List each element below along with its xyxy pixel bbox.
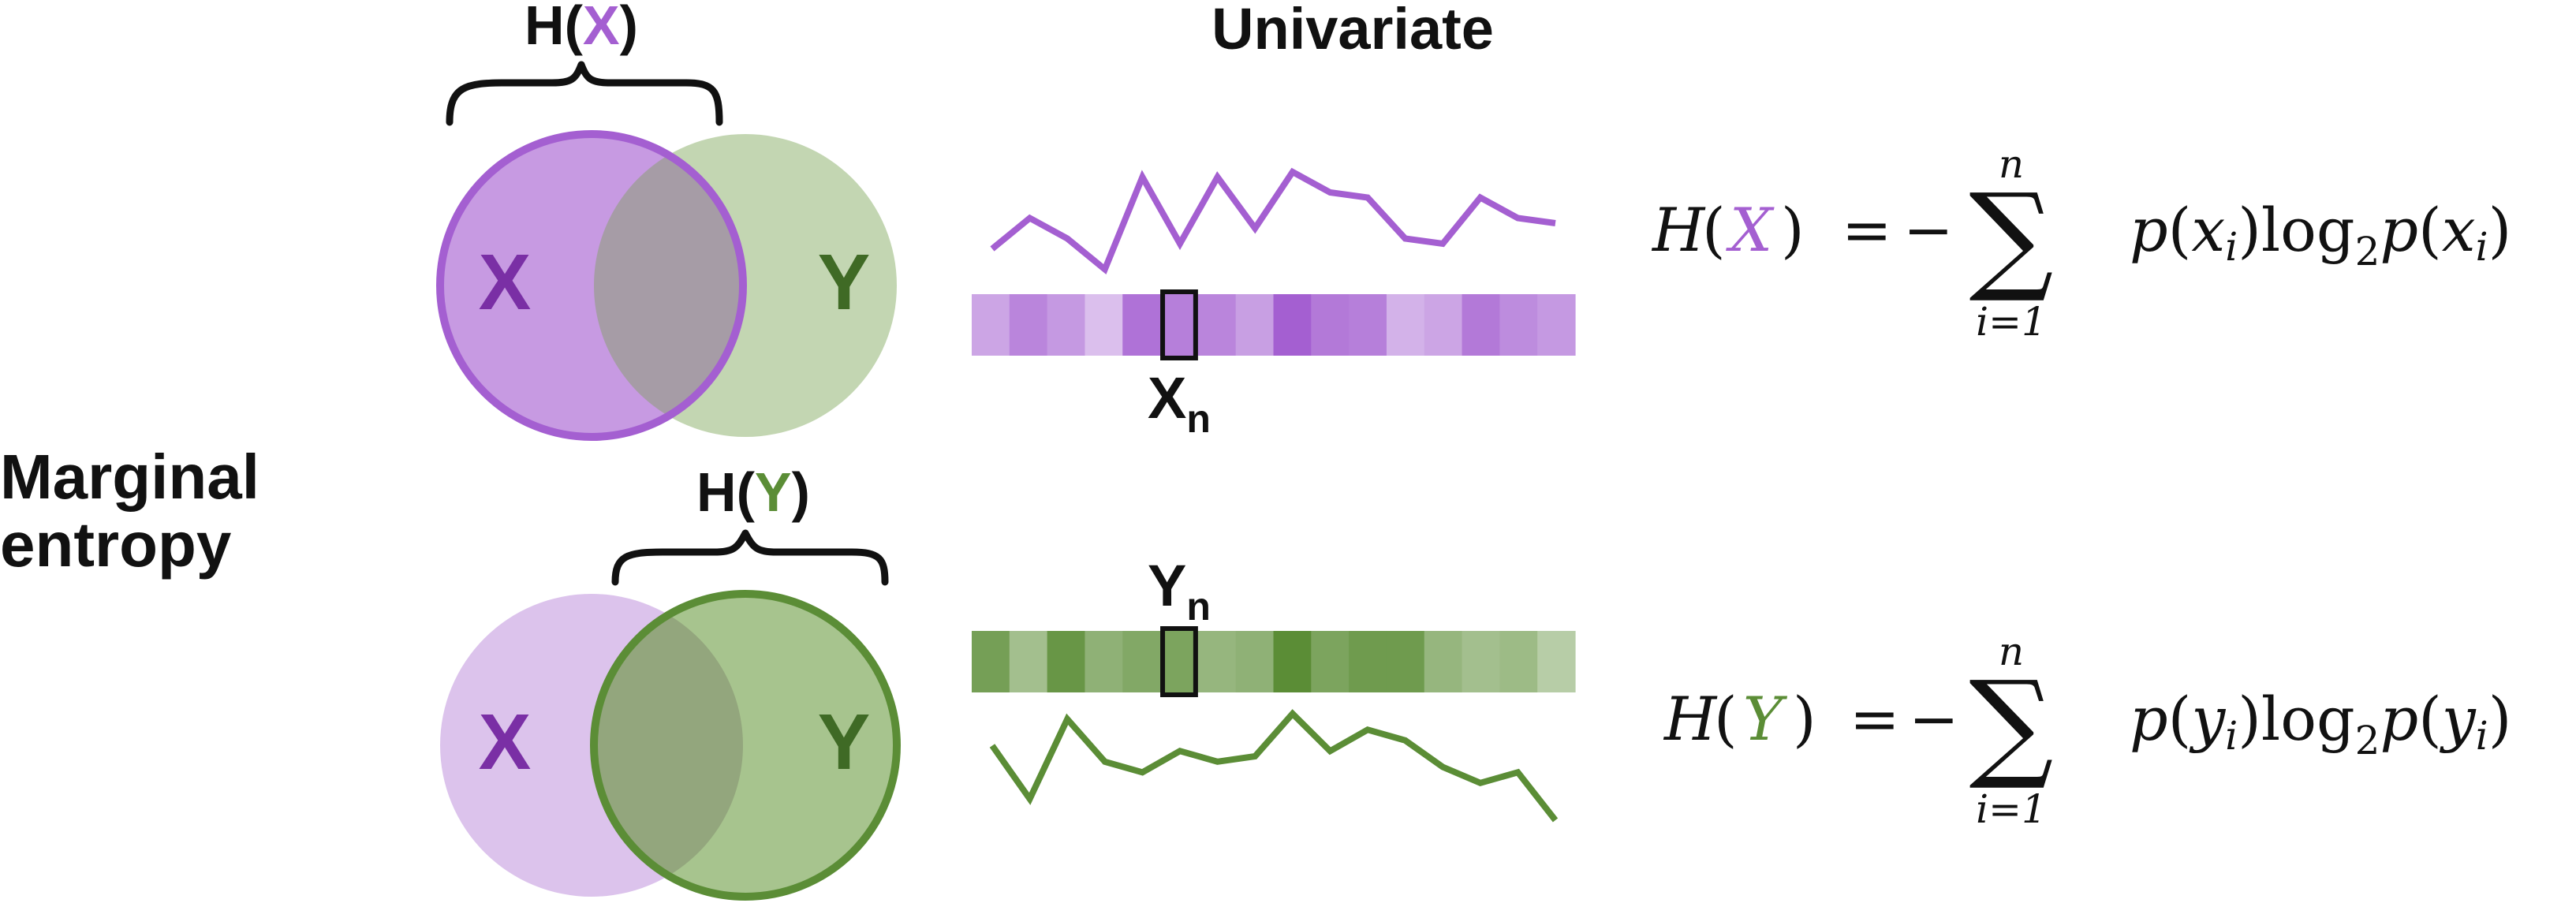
svg-text:H: H: [1651, 195, 1706, 265]
sequence-y-cell: [1537, 631, 1576, 692]
sequence-y-cell: [1009, 631, 1048, 692]
svg-text:): ): [1781, 195, 1805, 265]
svg-text:i=1: i=1: [1976, 299, 2047, 345]
svg-text:Y: Y: [1743, 684, 1788, 754]
svg-text:i=1: i=1: [1976, 786, 2047, 832]
sequence-y-highlight-box: [1160, 626, 1198, 697]
sequence-x-cell: [1009, 294, 1048, 356]
top-brace-label: H(X): [525, 0, 638, 56]
sequence-y-cell: [1349, 631, 1387, 692]
sequence-y-cell: [972, 631, 1010, 692]
sequence-y-cell: [1085, 631, 1123, 692]
side-label-line2: entropy: [0, 509, 232, 580]
sequence-x-cell: [1235, 294, 1275, 356]
sequence-y-cell: [1273, 631, 1312, 692]
top-brace: [446, 61, 723, 126]
sequence-x-cell: [1273, 294, 1312, 356]
svg-text:∑: ∑: [1969, 169, 2053, 306]
sequence-cells-x: [972, 289, 1576, 360]
svg-text:−: −: [1903, 195, 1954, 265]
sequence-label-x: Xn: [1148, 365, 1211, 441]
svg-text:=: =: [1842, 195, 1892, 265]
sequence-y-cell: [1462, 631, 1500, 692]
venn-label-y: Y: [818, 698, 871, 786]
svg-text:n: n: [1999, 629, 2024, 674]
sequence-label-y: Yn: [1148, 553, 1211, 629]
venn-circle-x-outline: [436, 130, 747, 441]
svg-text:(: (: [1702, 195, 1726, 265]
sequence-x-cell: [1386, 294, 1425, 356]
svg-text:=: =: [1850, 684, 1900, 754]
sequence-x-cell: [1197, 294, 1237, 356]
bottom-brace: [611, 529, 889, 586]
sequence-y-cell: [1235, 631, 1275, 692]
sequence-x-cell: [1349, 294, 1387, 356]
series-line-x: [990, 167, 1556, 275]
sequence-cells-y: [972, 626, 1576, 697]
sequence-x-cell: [1462, 294, 1500, 356]
svg-text:(: (: [1714, 684, 1738, 754]
side-label-line1: Marginal: [0, 442, 259, 512]
svg-text:H: H: [1663, 684, 1718, 754]
diagram-title: Univariate: [1211, 0, 1494, 62]
svg-text:−: −: [1909, 684, 1959, 754]
venn-overlap: [594, 155, 743, 416]
sequence-y-cell: [1311, 631, 1350, 692]
svg-text:): ): [1793, 684, 1816, 754]
sequence-y-cell: [1424, 631, 1463, 692]
bottom-brace-label: H(Y): [696, 461, 810, 523]
svg-text:X: X: [1726, 195, 1775, 265]
svg-text:p(xi)log2p(xi): p(xi)log2p(xi): [2130, 195, 2511, 274]
sequence-x-cell: [1499, 294, 1538, 356]
svg-text:n: n: [1999, 141, 2024, 187]
sequence-y-cell: [1386, 631, 1425, 692]
svg-text:p(yi)log2p(yi): p(yi)log2p(yi): [2130, 684, 2511, 763]
sequence-y-cell: [1197, 631, 1237, 692]
series-line-y: [989, 709, 1559, 823]
sequence-x-cell: [1537, 294, 1576, 356]
venn-label-y: Y: [818, 238, 871, 326]
venn-label-x: X: [479, 238, 532, 326]
bottom-row: H(Y) X Y Yn H ( Y ) = − n ∑ i=1 p(yi)log…: [440, 461, 2511, 901]
venn-label-x: X: [479, 698, 532, 786]
sequence-x-cell: [1122, 294, 1161, 356]
sequence-x-highlight-box: [1160, 289, 1198, 360]
venn-circle-y-outline: [590, 590, 901, 901]
sequence-x-cell: [1085, 294, 1123, 356]
sequence-x-cell: [972, 294, 1010, 356]
sequence-y-cell: [1499, 631, 1538, 692]
venn-overlap: [594, 614, 743, 876]
top-row: H(X) X Y Xn H ( X ) = − n ∑ i=1 p(xi)log…: [436, 0, 2511, 441]
sequence-y-cell: [1122, 631, 1161, 692]
sequence-x-cell: [1047, 294, 1086, 356]
formula-h-y: H ( Y ) = − n ∑ i=1 p(yi)log2p(yi): [1663, 629, 2511, 832]
formula-h-x: H ( X ) = − n ∑ i=1 p(xi)log2p(xi): [1651, 141, 2511, 345]
sequence-x-cell: [1424, 294, 1463, 356]
sequence-y-cell: [1047, 631, 1086, 692]
sequence-x-cell: [1311, 294, 1350, 356]
svg-text:∑: ∑: [1969, 656, 2053, 793]
sequence-x-cell: [1160, 294, 1199, 356]
sequence-y-cell: [1160, 631, 1199, 692]
